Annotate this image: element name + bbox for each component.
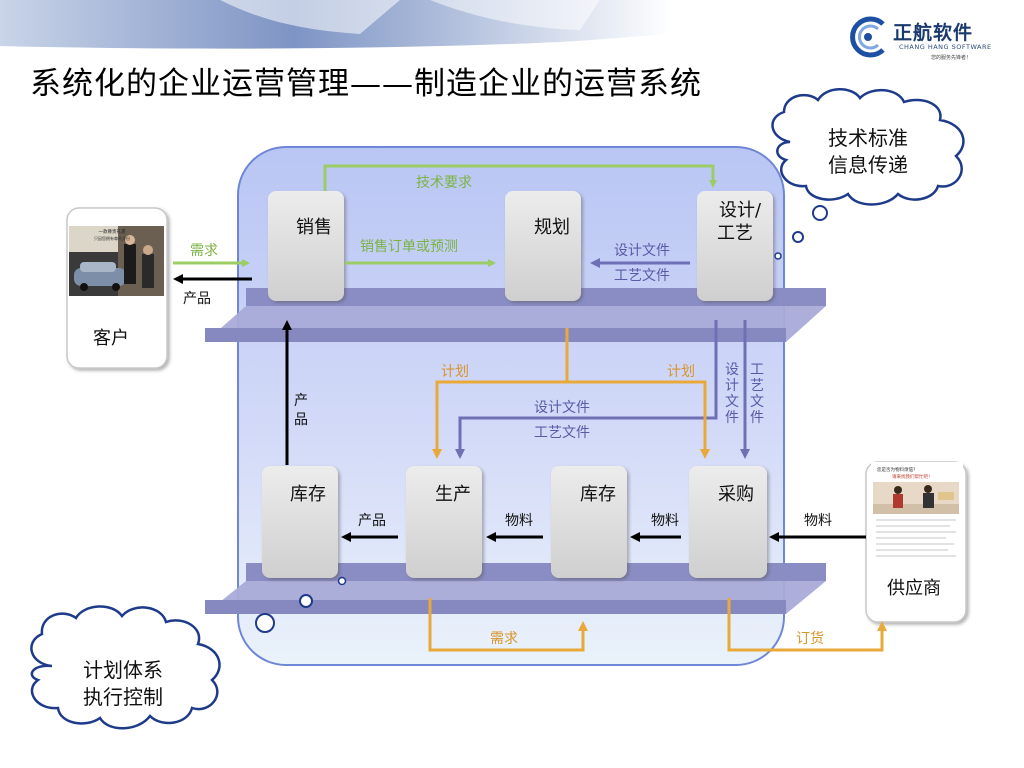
product-up-arrow: 产 品 <box>282 320 308 465</box>
customer-photo: 一款尊贵礼遇 只因您拥有尊贵身份 <box>69 226 164 296</box>
process-vertical-char-2: 艺 <box>750 378 764 394</box>
design-vertical-char-2: 计 <box>725 378 739 394</box>
top-banner <box>0 0 840 49</box>
demand-in-label: 需求 <box>190 243 218 259</box>
materials-arrow-1: 物料 <box>486 513 543 542</box>
product-out-label: 产品 <box>183 291 211 307</box>
cloud-bubble-3 <box>774 252 782 260</box>
customer-photo-caption-2: 只因您拥有尊贵身份 <box>94 235 130 241</box>
planning-label: 规划 <box>534 217 570 238</box>
plan-left-label: 计划 <box>441 364 469 380</box>
demand-bottom-label: 需求 <box>490 631 518 647</box>
product-vertical-char-2: 品 <box>294 412 308 428</box>
supplier-photo-caption-2: 请来找我们帮忙吧！ <box>892 473 933 480</box>
cloud-bubble-6 <box>337 576 347 586</box>
design-docs-mid-label: 设计文件 <box>534 400 590 416</box>
design-process-box: 设计/ 工艺 <box>697 191 773 301</box>
product-out-arrow: 产品 <box>173 274 252 307</box>
production-box: 生产 <box>406 466 482 578</box>
product-bottom-label: 产品 <box>358 513 386 529</box>
tech-standard-cloud: 技术标准 信息传递 <box>771 88 965 206</box>
logo-tagline: 您的服务先锋者！ <box>931 55 972 61</box>
customer-photo-caption-1: 一款尊贵礼遇 <box>99 228 126 235</box>
cloud-bubble-5 <box>299 594 313 608</box>
tech-requirements-label: 技术要求 <box>416 175 472 191</box>
design-docs-label: 设计文件 <box>614 243 670 259</box>
process-docs-mid-label: 工艺文件 <box>534 425 590 441</box>
product-vertical-char-1: 产 <box>294 393 308 409</box>
order-bottom-arrow: 订货 <box>727 598 887 652</box>
plan-system-line1: 计划体系 <box>83 658 163 682</box>
inventory-left-box: 库存 <box>262 466 338 578</box>
purchasing-label: 采购 <box>718 484 754 505</box>
demand-in-arrow: 需求 <box>173 243 250 267</box>
tech-requirements-arrow: 技术要求 <box>323 164 717 191</box>
materials-label-2: 物料 <box>651 513 679 529</box>
production-label: 生产 <box>435 484 471 505</box>
tech-standard-line1: 技术标准 <box>828 126 908 150</box>
tech-standard-line2: 信息传递 <box>828 153 908 177</box>
design-to-purchasing-arrow: 设 计 文 件 工 艺 文 件 <box>725 320 764 459</box>
design-vertical-char-4: 件 <box>725 410 739 426</box>
design-vertical-char-1: 设 <box>725 362 739 378</box>
process-docs-label: 工艺文件 <box>614 268 670 284</box>
plan-arrows: 计划 计划 <box>432 328 710 459</box>
process-vertical-char-1: 工 <box>750 362 764 378</box>
order-bottom-label: 订货 <box>796 630 824 647</box>
supplier-label: 供应商 <box>887 578 941 599</box>
company-logo: 正航软件 CHANG HANG SOFTWARE 您的服务先锋者！ <box>845 12 1015 64</box>
demand-bottom-arrow: 需求 <box>428 598 588 652</box>
logo-text: 正航软件 <box>893 22 974 44</box>
sales-orders-label: 销售订单或预测 <box>360 239 458 255</box>
inventory-mid-box: 库存 <box>551 466 627 578</box>
logo-mark-icon <box>850 16 885 58</box>
sales-box: 销售 <box>268 191 344 301</box>
supplier-panel: 您是否为物料烦恼？ 请来找我们帮忙吧！ 供应商 <box>865 461 967 623</box>
customer-panel: 一款尊贵礼遇 只因您拥有尊贵身份 客户 <box>66 207 168 369</box>
cloud-bubble-1 <box>812 205 828 221</box>
materials-label-3: 物料 <box>804 513 832 529</box>
cloud-bubble-4 <box>255 613 275 633</box>
page-title: 系统化的企业运营管理——制造企业的运营系统 <box>30 66 702 102</box>
materials-arrow-2: 物料 <box>630 513 681 542</box>
customer-label: 客户 <box>93 328 129 349</box>
plan-system-cloud: 计划体系 执行控制 <box>30 605 221 730</box>
materials-label-1: 物料 <box>505 513 533 529</box>
sales-label: 销售 <box>296 217 332 238</box>
design-docs-arrow: 设计文件 工艺文件 <box>590 243 690 284</box>
logo-subtitle: CHANG HANG SOFTWARE <box>899 43 992 51</box>
lower-shelf <box>205 563 826 614</box>
purchasing-box: 采购 <box>689 466 767 578</box>
process-vertical-char-4: 件 <box>750 410 764 426</box>
inventory-left-label: 库存 <box>290 484 326 505</box>
plan-right-label: 计划 <box>667 364 695 380</box>
design-label-line1: 设计/ <box>719 200 762 221</box>
supplier-photo: 您是否为物料烦恼？ 请来找我们帮忙吧！ <box>871 462 963 568</box>
product-bottom-arrow: 产品 <box>341 513 398 542</box>
sales-orders-arrow: 销售订单或预测 <box>345 239 496 267</box>
inventory-mid-label: 库存 <box>580 484 616 505</box>
process-vertical-char-3: 文 <box>750 394 764 410</box>
plan-system-line2: 执行控制 <box>83 685 163 709</box>
design-vertical-char-3: 文 <box>725 394 739 410</box>
design-to-production-arrow: 设计文件 工艺文件 <box>455 320 718 459</box>
cloud-bubble-2 <box>792 231 804 243</box>
supplier-photo-caption-1: 您是否为物料烦恼？ <box>877 466 918 473</box>
design-label-line2: 工艺 <box>717 223 753 244</box>
planning-box: 规划 <box>505 191 581 301</box>
materials-arrow-3: 物料 <box>769 513 866 542</box>
